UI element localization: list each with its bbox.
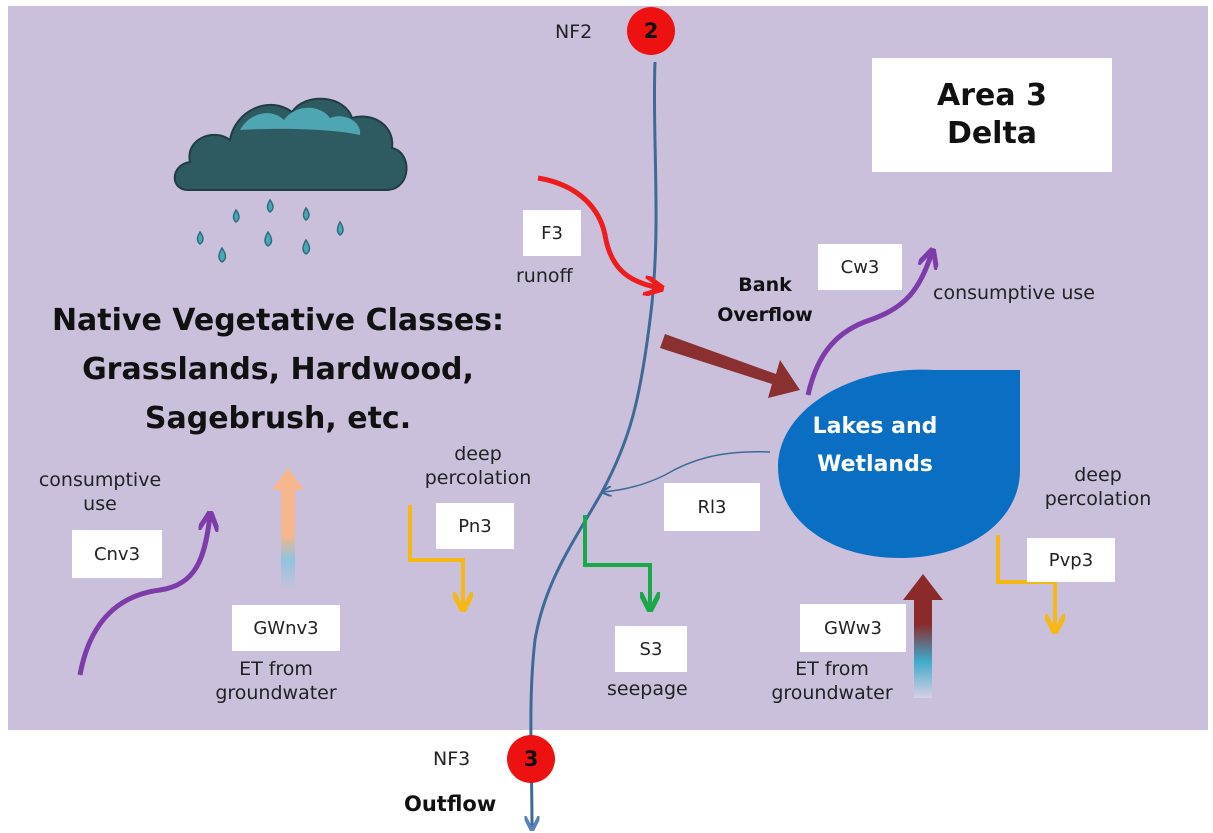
box-cnv3: Cnv3	[72, 530, 162, 578]
lake-line2: Wetlands	[817, 452, 933, 477]
et-right-line1: ET from	[795, 658, 869, 680]
et-left-line1: ET from	[239, 658, 313, 680]
node-downstream: 3	[507, 735, 555, 783]
river-line	[531, 61, 658, 828]
et-left-line2: groundwater	[215, 682, 337, 704]
node-upstream-label: NF2	[555, 21, 593, 43]
node-downstream-label: NF3	[433, 748, 471, 770]
bank-overflow-line2: Overflow	[717, 304, 813, 326]
consumptive-use-left-arrow	[77, 515, 210, 676]
deep-percolation-left-arrow	[408, 505, 463, 608]
consumptive-use-left-line2: use	[83, 493, 117, 515]
bank-overflow-label: Bank Overflow	[690, 270, 840, 330]
box-gww3: GWw3	[800, 604, 906, 652]
vegetation-classes-text: Native Vegetative Classes: Grasslands, H…	[28, 296, 528, 443]
bank-overflow-arrow	[660, 334, 800, 398]
vegetation-line3: Sagebrush, etc.	[144, 401, 412, 436]
deep-percolation-left-line1: deep	[454, 443, 502, 465]
deep-percolation-left-label: deep percolation	[398, 442, 558, 490]
et-groundwater-left-arrow	[272, 468, 304, 590]
box-gwnv3: GWnv3	[232, 605, 340, 651]
rain-cloud-icon	[173, 97, 408, 263]
area-title-line2: Delta	[946, 116, 1038, 151]
lake-label: Lakes and Wetlands	[800, 408, 950, 484]
et-left-label: ET from groundwater	[196, 657, 356, 705]
runoff-arrow	[537, 175, 660, 288]
consumptive-use-left-label: consumptive use	[20, 468, 180, 516]
lake-shape	[778, 369, 1020, 558]
area-title-box: Area 3 Delta	[872, 58, 1112, 172]
deep-percolation-left-line2: percolation	[424, 467, 532, 489]
box-f3: F3	[523, 210, 581, 256]
box-rl3: Rl3	[664, 483, 760, 531]
outflow-label: Outflow	[404, 792, 497, 816]
vegetation-line2: Grasslands, Hardwood,	[82, 352, 474, 387]
et-right-line2: groundwater	[771, 682, 893, 704]
et-groundwater-right-arrow	[903, 574, 943, 698]
deep-percolation-right-line2: percolation	[1044, 488, 1152, 510]
lake-line1: Lakes and	[812, 414, 938, 439]
box-pvp3: Pvp3	[1027, 538, 1115, 582]
runoff-label: runoff	[516, 265, 573, 287]
vegetation-line1: Native Vegetative Classes:	[51, 303, 505, 338]
node-upstream: 2	[627, 7, 675, 55]
area-title-line1: Area 3	[937, 78, 1047, 113]
deep-percolation-right-label: deep percolation	[1018, 463, 1178, 511]
consumptive-use-right-arrow	[805, 252, 932, 396]
box-s3: S3	[615, 626, 687, 672]
deep-percolation-right-line1: deep	[1074, 464, 1122, 486]
bank-overflow-line1: Bank	[738, 274, 792, 296]
et-right-label: ET from groundwater	[752, 657, 912, 705]
consumptive-use-right-label: consumptive use	[933, 282, 1095, 304]
return-flow-arrow	[603, 450, 771, 492]
seepage-label: seepage	[607, 678, 688, 700]
box-cw3: Cw3	[818, 244, 902, 290]
deep-percolation-right-arrow	[996, 535, 1055, 630]
seepage-arrow	[583, 515, 650, 608]
box-pn3: Pn3	[436, 503, 514, 549]
consumptive-use-left-line1: consumptive	[38, 469, 162, 491]
